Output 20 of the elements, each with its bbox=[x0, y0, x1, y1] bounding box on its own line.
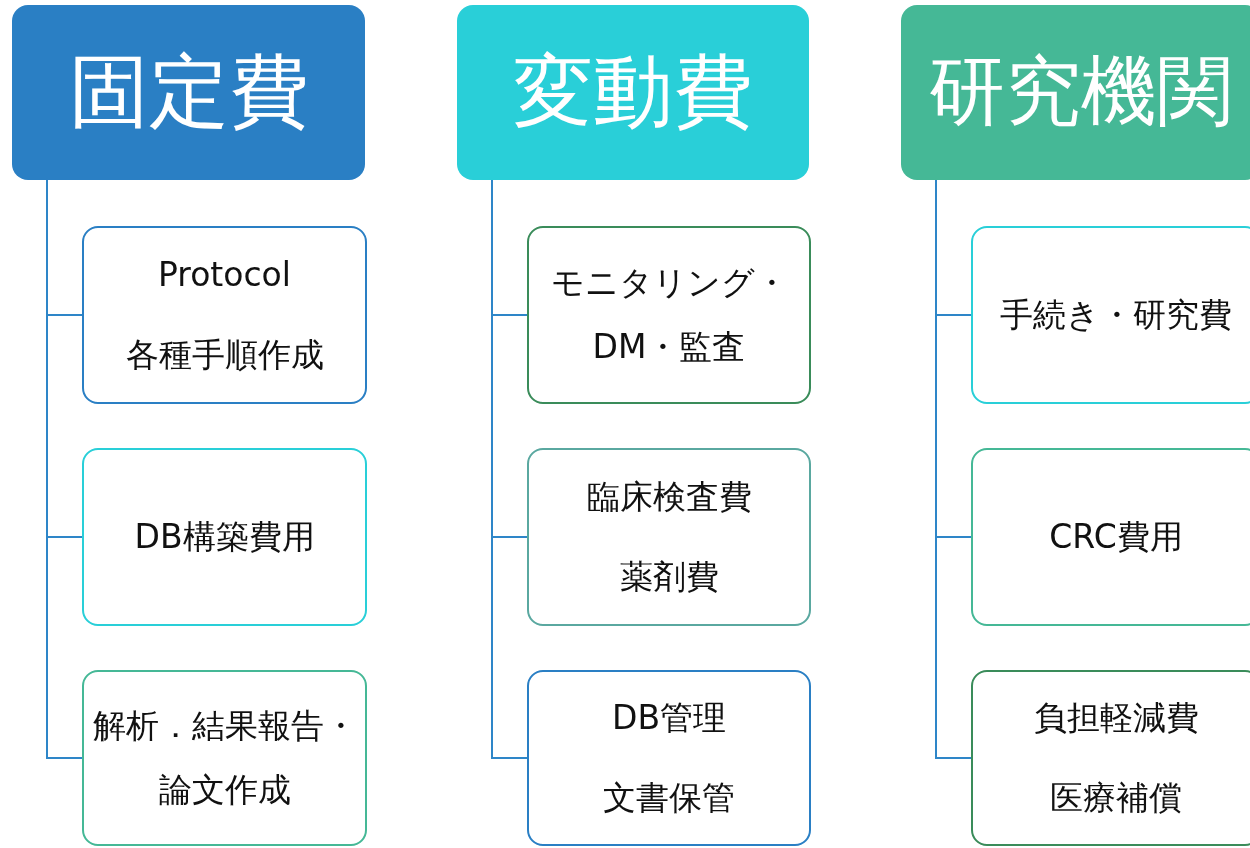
item-text: Protocol bbox=[158, 255, 291, 295]
category-header: 変動費 bbox=[457, 5, 809, 180]
item-text: 文書保管 bbox=[603, 778, 735, 818]
item-box: 手続き・研究費 bbox=[971, 226, 1250, 404]
item-text: 医療補償 bbox=[1050, 778, 1182, 818]
item-box: DB構築費用 bbox=[82, 448, 367, 626]
item-text: 各種手順作成 bbox=[125, 335, 324, 375]
item-box bbox=[82, 226, 367, 404]
item-box bbox=[971, 670, 1250, 846]
item-text: DB管理 bbox=[611, 698, 727, 738]
item-box bbox=[527, 670, 811, 846]
item-box: CRC費用 bbox=[971, 448, 1250, 626]
item-box: モニタリング・DM・監査 bbox=[527, 226, 811, 404]
item-box bbox=[527, 448, 811, 626]
category-header: 固定費 bbox=[12, 5, 365, 180]
category-header: 研究機関 bbox=[901, 5, 1250, 180]
item-text: 負担軽減費 bbox=[1033, 698, 1199, 738]
item-box: 解析．結果報告・論文作成 bbox=[82, 670, 367, 846]
item-text: 臨床検査費 bbox=[586, 477, 752, 517]
item-text: 薬剤費 bbox=[619, 557, 719, 597]
